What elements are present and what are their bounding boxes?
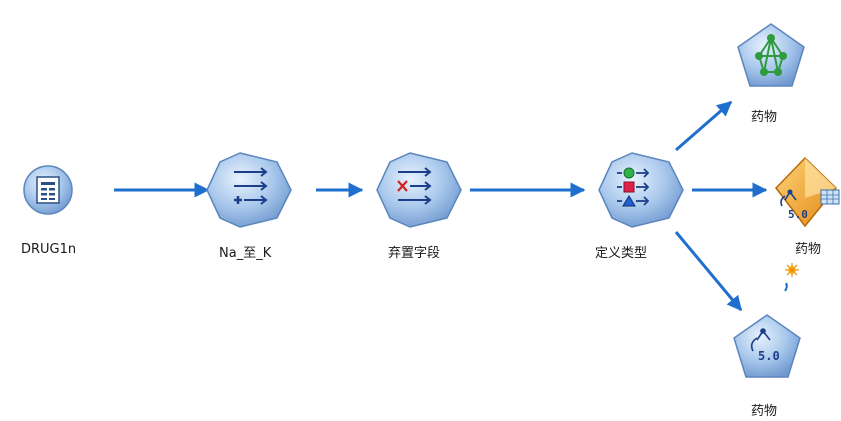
c50-tree-icon: 5.0 bbox=[750, 328, 780, 363]
node-type-define-types[interactable] bbox=[598, 152, 684, 228]
label-type: 定义类型 bbox=[595, 246, 648, 261]
label-source: DRUG1n bbox=[21, 242, 77, 257]
label-derive: Na_至_K bbox=[219, 246, 272, 261]
table-file-icon bbox=[36, 176, 60, 204]
node-source-drug1n[interactable] bbox=[23, 165, 73, 215]
c50-badge: 5.0 bbox=[758, 349, 780, 363]
model-nugget-icon: 5.0 bbox=[780, 189, 840, 221]
nugget-badge: 5.0 bbox=[788, 208, 808, 221]
type-shapes-icon bbox=[617, 167, 650, 207]
connection-type-to-c50 bbox=[674, 231, 743, 312]
label-model-net: 药物 bbox=[751, 110, 778, 125]
derive-arrows-icon bbox=[234, 167, 268, 205]
link-spark-icon bbox=[784, 263, 799, 292]
label-model-nugget: 药物 bbox=[795, 242, 822, 257]
node-model-c50[interactable]: 5.0 bbox=[733, 314, 801, 378]
neural-net-icon bbox=[755, 34, 787, 76]
label-model-c50: 药物 bbox=[751, 404, 778, 419]
label-filter: 弃置字段 bbox=[388, 246, 441, 261]
node-derive-na-to-k[interactable] bbox=[206, 152, 292, 228]
node-model-nugget[interactable]: 5.0 bbox=[775, 156, 840, 292]
node-model-neural-net[interactable] bbox=[737, 23, 805, 87]
filter-x-arrows-icon bbox=[397, 167, 432, 205]
node-filter-discard-fields[interactable] bbox=[376, 152, 462, 228]
connection-type-to-net bbox=[675, 100, 733, 152]
